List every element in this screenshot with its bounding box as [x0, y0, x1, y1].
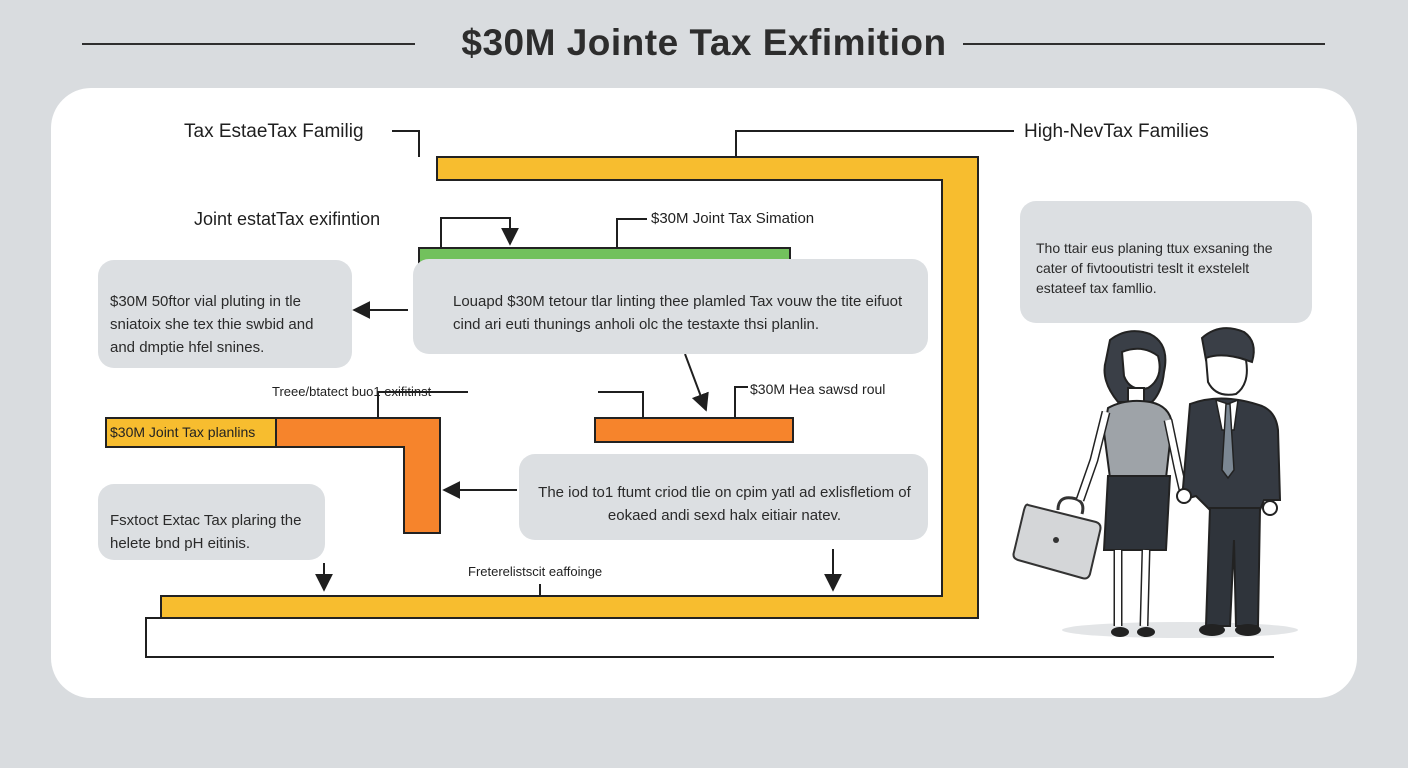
- label-bottom: Freterelistscit eaffoinge: [468, 564, 603, 579]
- info-box-center-1: Louapd $30M tetour tlar linting thee pla…: [413, 259, 928, 354]
- info-box-left-2: Fsxtoct Extac Tax plaring the helete bnd…: [98, 484, 325, 560]
- connector-top-left: [392, 130, 420, 157]
- info-box-right-1: Tho ttair eus planing ttux exsaning the …: [1020, 201, 1312, 323]
- label-mid-right: $30M Hea sawsd roul: [750, 381, 886, 397]
- orange-bar-label: $30M Joint Tax planlins: [110, 424, 256, 440]
- connector-hea: [734, 386, 748, 418]
- info-box-center-2: The iod to1 ftumt criod tlie on cpim yat…: [519, 454, 928, 540]
- orange-bar-small: [594, 417, 794, 443]
- connector-top-right: [735, 130, 1014, 157]
- arrow-down-center-icon: [684, 353, 709, 412]
- label-top-left: Tax EstaeTax Familig: [184, 121, 364, 142]
- connector-bottom-left: [145, 617, 1274, 658]
- man-figure: [1176, 327, 1282, 636]
- page-title: $30M Jointe Tax Exfimition: [461, 22, 947, 63]
- title-rule-right: [963, 43, 1325, 45]
- label-mid-left: Treee/btatect buo1 exifitinst: [272, 384, 432, 399]
- couple-illustration: [1012, 327, 1298, 638]
- yellow-label-strip: [105, 417, 277, 448]
- label-joint: Joint estatTax exifintion: [194, 209, 381, 229]
- label-sim: $30M Joint Tax Simation: [651, 210, 815, 227]
- arrow-joint-icon: [440, 217, 519, 248]
- label-top-right: High-NevTax Families: [1024, 121, 1209, 142]
- connector-mid-right: [598, 391, 644, 418]
- connector-sim: [616, 218, 647, 248]
- info-box-left-1: $30M 50ftor vial pluting in tle sniatoix…: [98, 260, 352, 368]
- connector-mid-left: [377, 391, 468, 418]
- woman-figure: [1075, 330, 1189, 637]
- yellow-frame: [160, 156, 979, 619]
- title-rule-left: [82, 43, 415, 45]
- briefcase-icon: [1012, 496, 1102, 580]
